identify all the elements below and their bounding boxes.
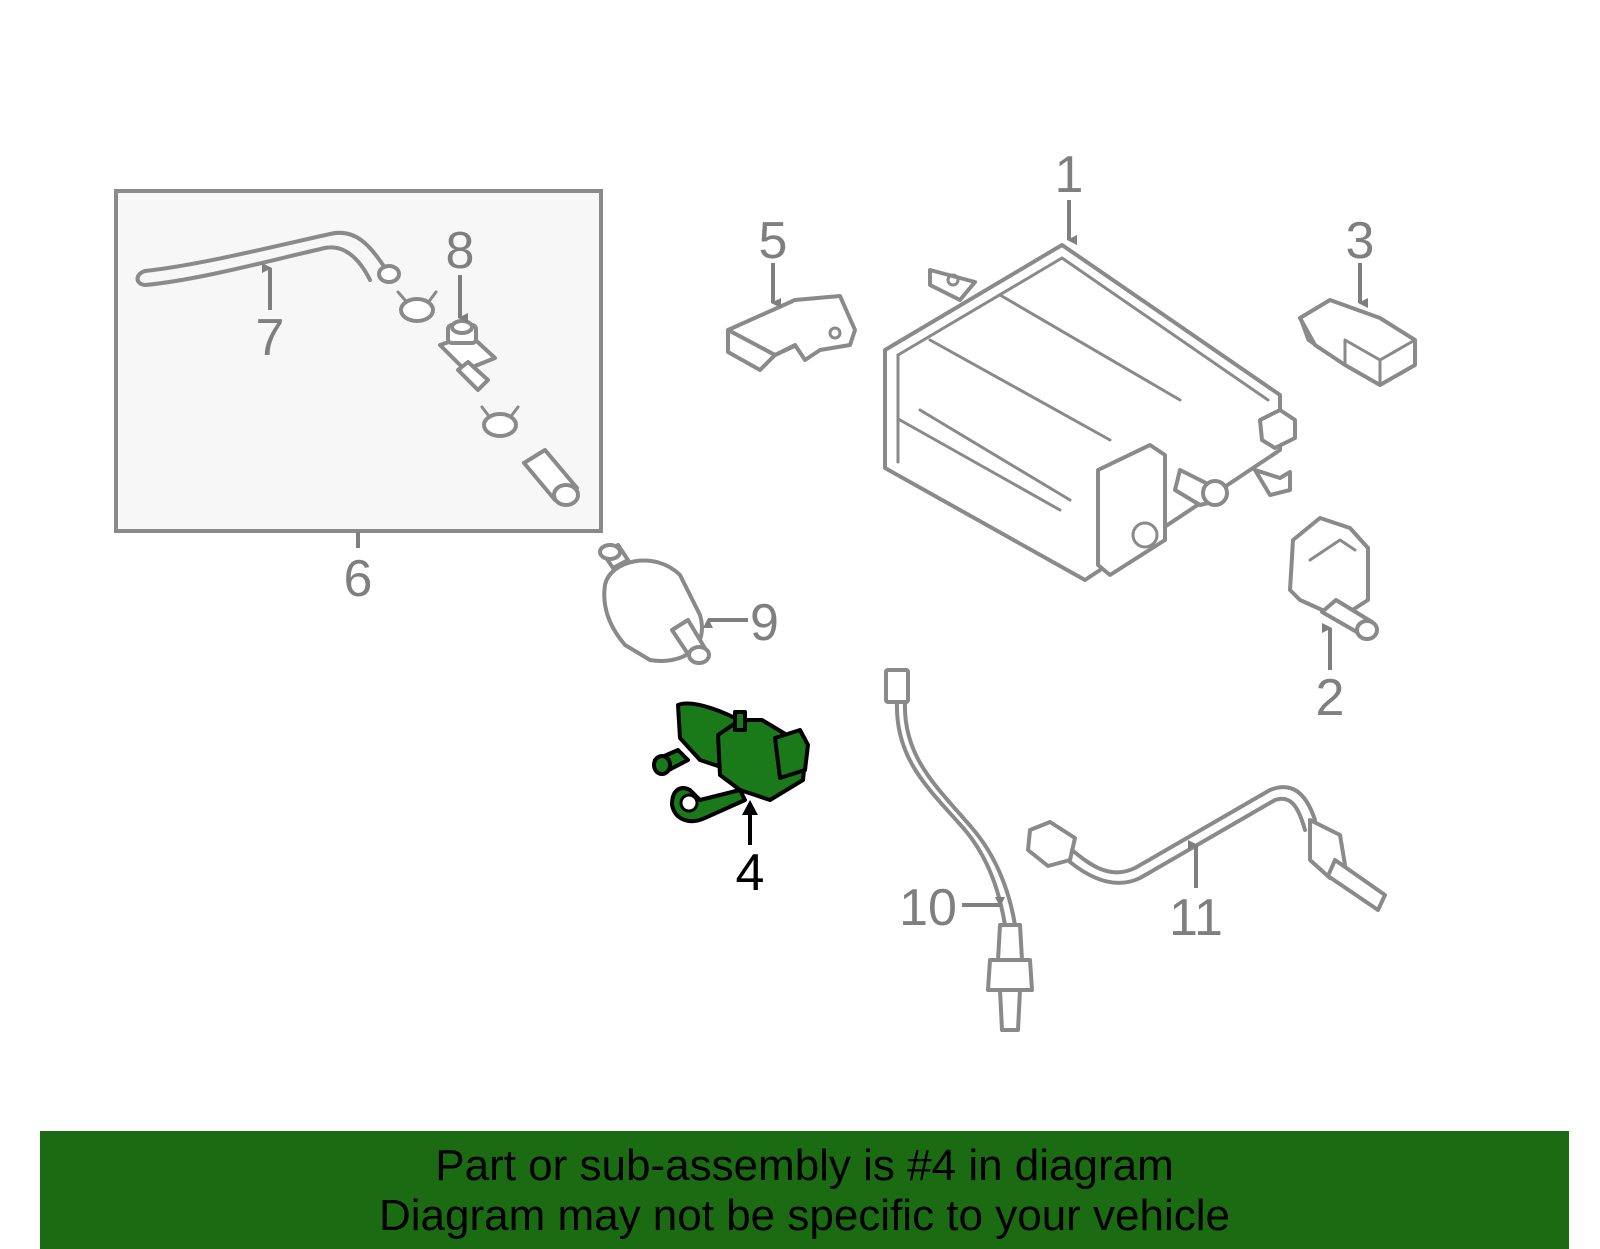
svg-text:2: 2 [1316,669,1345,727]
callout-8: 8 [446,222,475,323]
callout-3: 3 [1346,212,1375,308]
part-3-cover[interactable] [1298,298,1417,387]
part-5-bracket[interactable] [726,294,857,372]
banner-line-1: Part or sub-assembly is #4 in diagram [435,1141,1174,1190]
svg-text:11: 11 [1169,889,1223,947]
part-8-valve[interactable] [438,319,497,392]
clamp-upper [396,290,438,323]
callout-10: 10 [899,879,1005,937]
callout-6: 6 [344,532,373,608]
part-10-oxygen-sensor[interactable] [884,668,1034,1032]
callout-4: 4 [736,800,765,902]
svg-text:4: 4 [736,844,765,902]
banner-line-2: Diagram may not be specific to your vehi… [378,1191,1231,1240]
svg-text:5: 5 [759,212,788,270]
callout-11: 11 [1169,840,1223,947]
svg-text:3: 3 [1346,212,1375,270]
hose-short [522,448,580,507]
svg-text:10: 10 [899,879,957,937]
svg-text:6: 6 [344,550,373,608]
inset-box-6 [114,189,603,533]
part-1-canister[interactable] [883,243,1297,582]
svg-text:1: 1 [1055,146,1084,204]
callout-9: 9 [703,594,779,652]
svg-text:9: 9 [750,594,779,652]
callout-1: 1 [1055,146,1084,245]
svg-text:7: 7 [256,309,285,367]
part-11-oxygen-sensor[interactable] [1026,785,1387,912]
part-7-hose[interactable] [135,230,401,287]
callout-5: 5 [759,212,788,308]
callout-7: 7 [256,263,285,367]
info-banner: Part or sub-assembly is #4 in diagram Di… [40,1131,1569,1249]
part-2-valve[interactable] [1288,516,1379,641]
clamp-lower [480,405,520,438]
svg-text:8: 8 [446,222,475,280]
part-4-purge-valve[interactable] [652,701,810,824]
part-9-filter[interactable] [598,543,711,665]
callout-2: 2 [1316,623,1345,727]
